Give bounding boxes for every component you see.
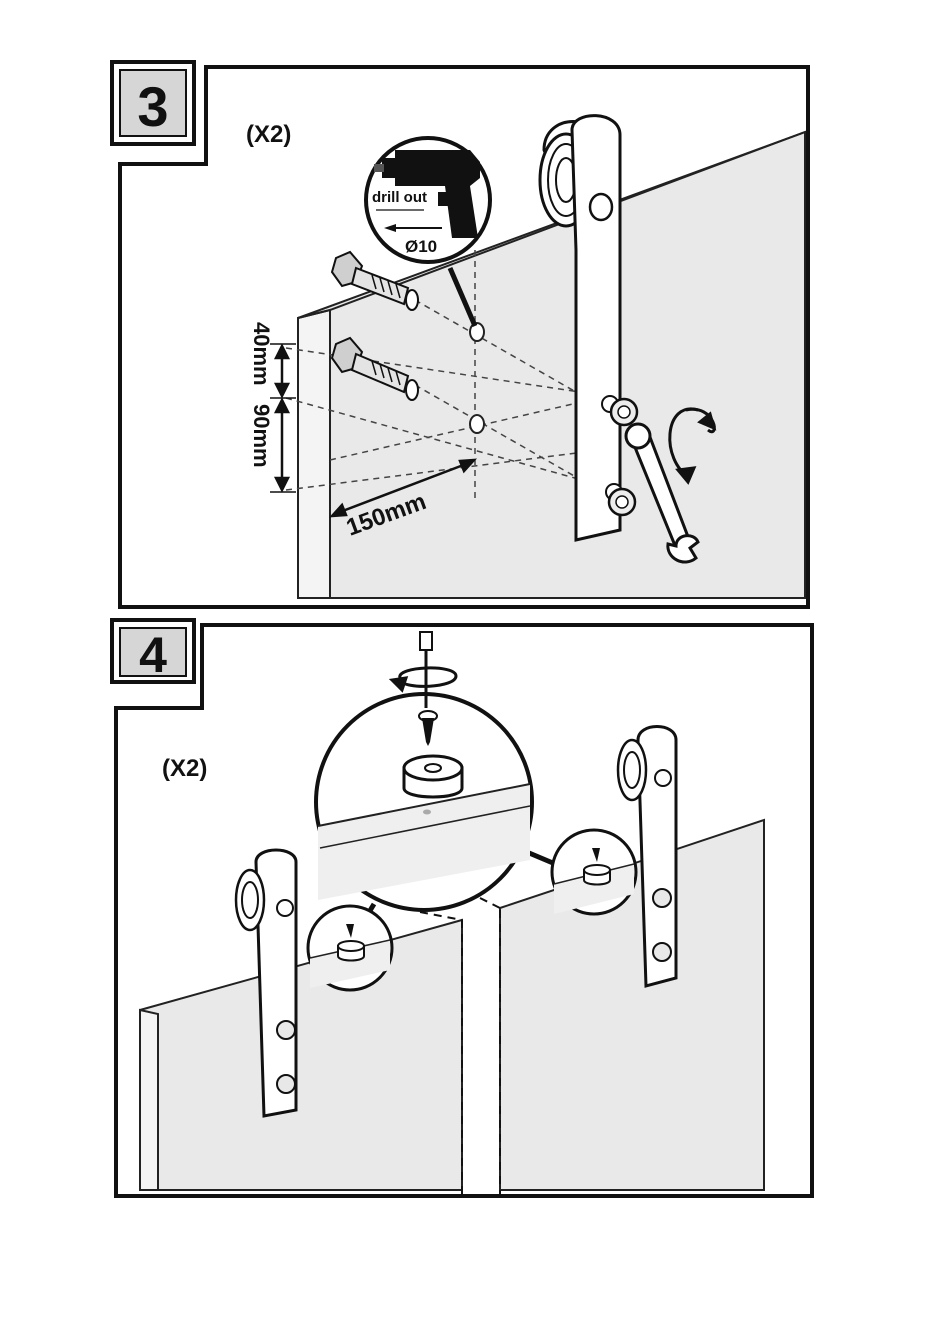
step-4-quantity: (X2) (162, 755, 207, 782)
right-spacer-callout (552, 830, 636, 914)
drill-hole-bottom (470, 415, 484, 433)
step-3-number-box: 3 (112, 62, 194, 144)
step-3-quantity: (X2) (246, 121, 291, 148)
dimension-90mm-label: 90mm (249, 404, 274, 468)
drill-hole-top (470, 323, 484, 341)
drill-size-label: Ø10 (405, 237, 437, 256)
dimension-40mm-label: 40mm (249, 322, 274, 386)
nut-top (611, 399, 637, 425)
spacer-block-icon (404, 756, 462, 797)
left-spacer-callout (308, 906, 392, 990)
step-3-number: 3 (137, 75, 168, 138)
step-3-panel: 3 (X2) (112, 62, 808, 607)
step-4-panel: 4 (X2) (112, 620, 812, 1196)
drill-out-label: drill out (372, 189, 427, 206)
step-4-number: 4 (139, 627, 167, 683)
step-4-number-box: 4 (112, 620, 194, 683)
nut-bottom (609, 489, 635, 515)
